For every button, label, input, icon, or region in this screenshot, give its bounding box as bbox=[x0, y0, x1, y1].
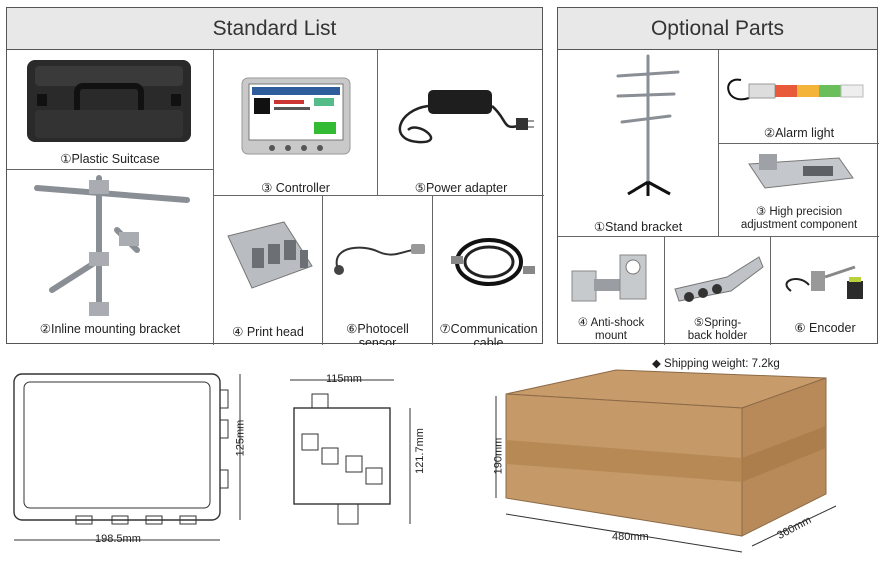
caption-stand-bracket: ①Stand bracket bbox=[593, 220, 683, 234]
caption-photocell-sensor: ⑥Photocell sensor bbox=[346, 322, 409, 345]
controller-image bbox=[241, 77, 351, 155]
caption-plastic-suitcase: ①Plastic Suitcase bbox=[60, 152, 160, 166]
caption-power-adapter: ⑤Power adapter bbox=[414, 181, 508, 195]
package-length-label: 480mm bbox=[612, 531, 649, 543]
item-print-head: ④ Print head bbox=[214, 196, 323, 345]
front-width-label: 198.5mm bbox=[95, 533, 141, 545]
caption-print-head: ④ Print head bbox=[232, 325, 304, 339]
item-anti-shock-mount: ④ Anti-shock mount bbox=[558, 237, 665, 345]
photocell-sensor-image bbox=[334, 244, 425, 275]
adjustment-component-image bbox=[748, 154, 854, 189]
item-plastic-suitcase: ①Plastic Suitcase bbox=[7, 50, 214, 170]
alarm-light-image bbox=[727, 78, 864, 101]
front-view-drawing bbox=[13, 373, 241, 541]
item-controller: ③ Controller bbox=[214, 50, 378, 196]
item-high-precision-adjustment: ③ High precision adjustment component bbox=[719, 144, 879, 237]
item-stand-bracket: ①Stand bracket bbox=[558, 50, 719, 237]
item-encoder: ⑥ Encoder bbox=[771, 237, 879, 345]
print-head-image bbox=[227, 221, 313, 289]
caption-controller: ③ Controller bbox=[261, 181, 330, 195]
item-inline-mounting-bracket: ②Inline mounting bracket bbox=[7, 170, 214, 345]
item-spring-back-holder: ⑤Spring-back holder bbox=[665, 237, 771, 345]
caption-spring-back-holder: ⑤Spring-back holder bbox=[687, 317, 748, 342]
caption-adjustment-component: ③ High precision adjustment component bbox=[740, 206, 858, 231]
inline-bracket-image bbox=[34, 175, 190, 316]
anti-shock-mount-image bbox=[571, 254, 647, 302]
item-photocell-sensor: ⑥Photocell sensor bbox=[323, 196, 433, 345]
caption-communication-cable: ⑦Communication cable bbox=[439, 322, 538, 345]
stand-bracket-image bbox=[616, 54, 680, 196]
caption-anti-shock-mount: ④ Anti-shock mount bbox=[577, 317, 645, 342]
suitcase-image bbox=[27, 60, 191, 142]
package-height-label: 190mm bbox=[492, 437, 505, 475]
package-box-drawing bbox=[495, 369, 837, 553]
side-width-label: 115mm bbox=[326, 373, 362, 385]
encoder-image bbox=[785, 265, 863, 299]
optional-parts-title: Optional Parts bbox=[558, 8, 877, 50]
communication-cable-image bbox=[451, 238, 535, 286]
power-adapter-image bbox=[398, 90, 534, 144]
standard-list-panel: Standard List ①Plastic Suitcase bbox=[6, 7, 544, 345]
optional-parts-panel: Optional Parts ①Stand bracket ②Alarm lig… bbox=[557, 7, 879, 345]
item-alarm-light: ②Alarm light bbox=[719, 50, 879, 144]
front-height-label: 125mm bbox=[234, 419, 247, 457]
side-height-label: 121.7mm bbox=[413, 428, 426, 474]
item-communication-cable: ⑦Communication cable bbox=[433, 196, 544, 345]
shipping-weight: ◆ Shipping weight: 7.2kg bbox=[652, 358, 780, 370]
caption-encoder: ⑥ Encoder bbox=[794, 321, 856, 335]
spring-back-holder-image bbox=[674, 256, 764, 302]
side-view-drawing bbox=[290, 379, 411, 525]
caption-alarm-light: ②Alarm light bbox=[763, 126, 835, 140]
standard-list-title: Standard List bbox=[7, 8, 542, 50]
item-power-adapter: ⑤Power adapter bbox=[378, 50, 544, 196]
caption-inline-bracket: ②Inline mounting bracket bbox=[39, 322, 181, 336]
